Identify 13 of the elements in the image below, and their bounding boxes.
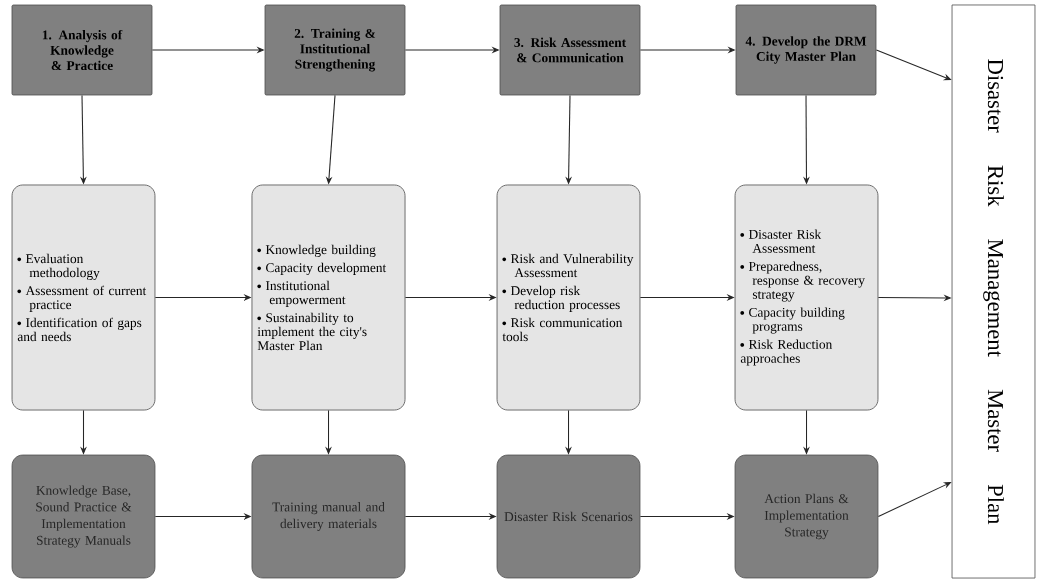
step-box: 2. Training & Institutional Strengthening (264, 4, 406, 96)
output-box: Action Plans & Implementation Strategy (734, 454, 879, 579)
step-box: 4. Develop the DRM City Master Plan (735, 4, 877, 96)
output-box: Training manual and delivery materials (251, 454, 406, 579)
step-box: 1. Analysis of Knowledge & Practice (11, 4, 153, 96)
output-box: Knowledge Base, Sound Practice & Implementation Strategy Manuals (11, 454, 156, 579)
master-plan-box: Disaster Risk Management Master Plan (951, 4, 1036, 579)
activity-box: Disaster Risk Assessment Preparedness, response & recovery strategy Capacity building programs Risk Reduction approaches (734, 184, 879, 411)
activity-box: Evaluation methodology Assessment of current practice Identification of gaps and needs (11, 184, 156, 411)
activity-box: Knowledge building Capacity development Institutional empowerment Sustainability to implement the city's Master Plan (251, 184, 406, 411)
step-box: 3. Risk Assessment & Communication (499, 4, 641, 96)
activity-box: Risk and Vulnerability Assessment Develop risk reduction processes Risk communication tools (496, 184, 641, 411)
output-box: Disaster Risk Scenarios (496, 454, 641, 579)
